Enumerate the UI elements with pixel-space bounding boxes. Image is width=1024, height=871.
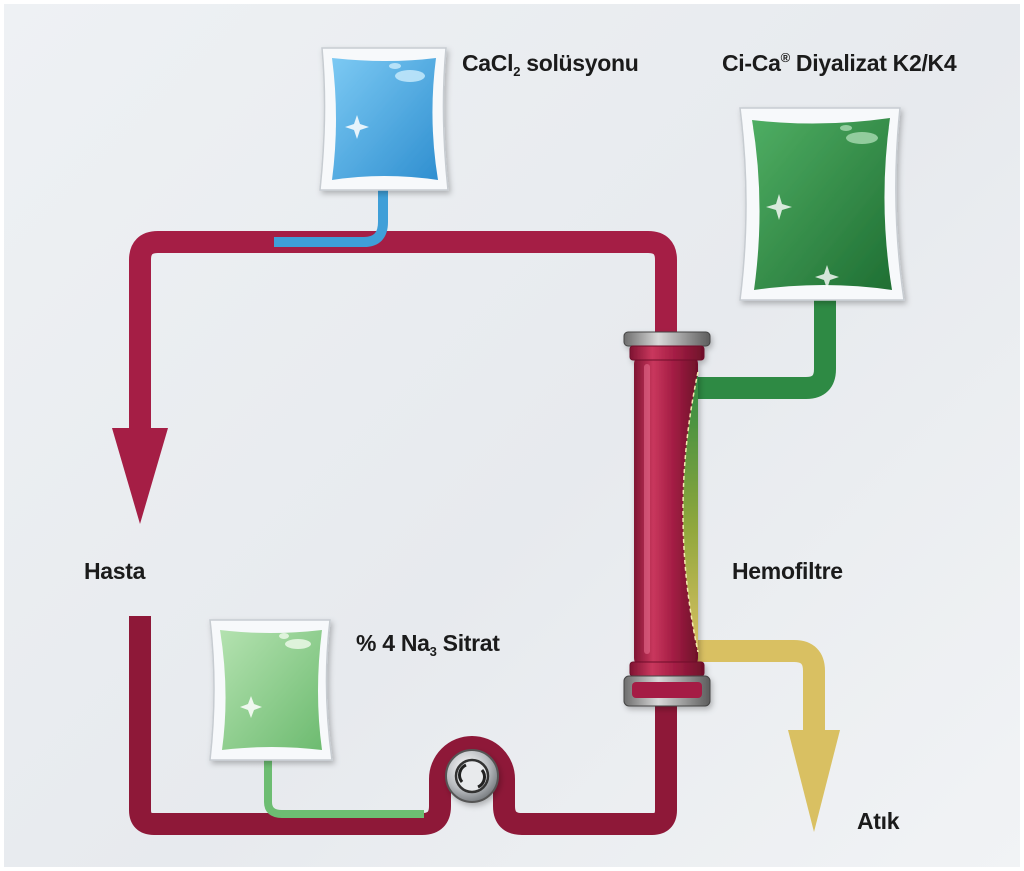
iv-bag-icon [319,47,449,191]
circuit-diagram [112,47,905,835]
patient-arrow-head [112,428,168,524]
hemofilter-label: Hemofiltre [732,558,843,584]
diagram-canvas: CaCl2 solüsyonu Ci-Ca® Diyalizat K2/K4 H… [4,4,1020,867]
iv-bag-icon [209,619,333,761]
waste-arrow-head [788,730,840,832]
waste-line [694,640,825,740]
citrate-line [264,749,424,818]
dialysate-label: Ci-Ca® Diyalizat K2/K4 [722,50,957,76]
waste-label: Atık [857,808,900,834]
blood-line-upper [129,231,677,434]
hemofilter [623,331,711,707]
dialysate-line [694,286,836,399]
calcium-line [274,179,388,247]
iv-bag-icon [739,107,905,301]
blood-line-lower [129,616,677,835]
patient-label: Hasta [84,558,146,584]
citrate-label: % 4 Na3 Sitrat [356,630,500,659]
calcium-solution-label: CaCl2 solüsyonu [462,50,639,79]
pump-icon [445,749,499,803]
